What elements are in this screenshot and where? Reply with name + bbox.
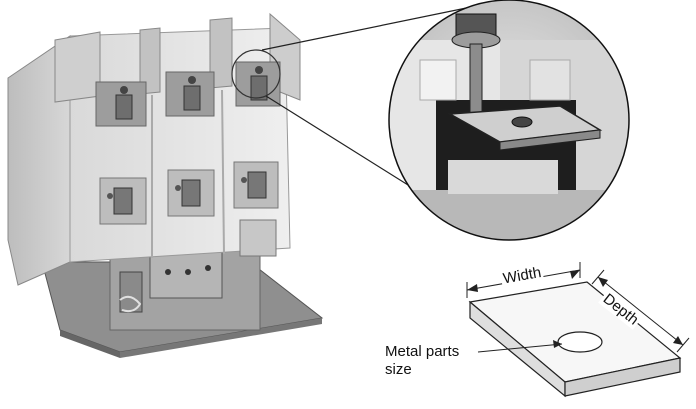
zoom-connector-bottom: [265, 95, 433, 201]
zoom-connector-top: [261, 5, 477, 51]
breaker-photo: [7, 12, 324, 358]
highlight-circle: [231, 49, 281, 99]
metal-parts-label: Metal parts: [385, 343, 460, 360]
plate-hole: [557, 331, 603, 353]
metal-parts-size-label: size: [385, 361, 412, 378]
zoom-detail: [388, 0, 630, 241]
metal-parts-leader: [477, 343, 563, 353]
zoom-circle-outline: [388, 0, 630, 241]
plate-sketch: [466, 262, 690, 398]
plate-front-edge: [564, 357, 681, 397]
depth-dimension-line: [597, 276, 684, 346]
